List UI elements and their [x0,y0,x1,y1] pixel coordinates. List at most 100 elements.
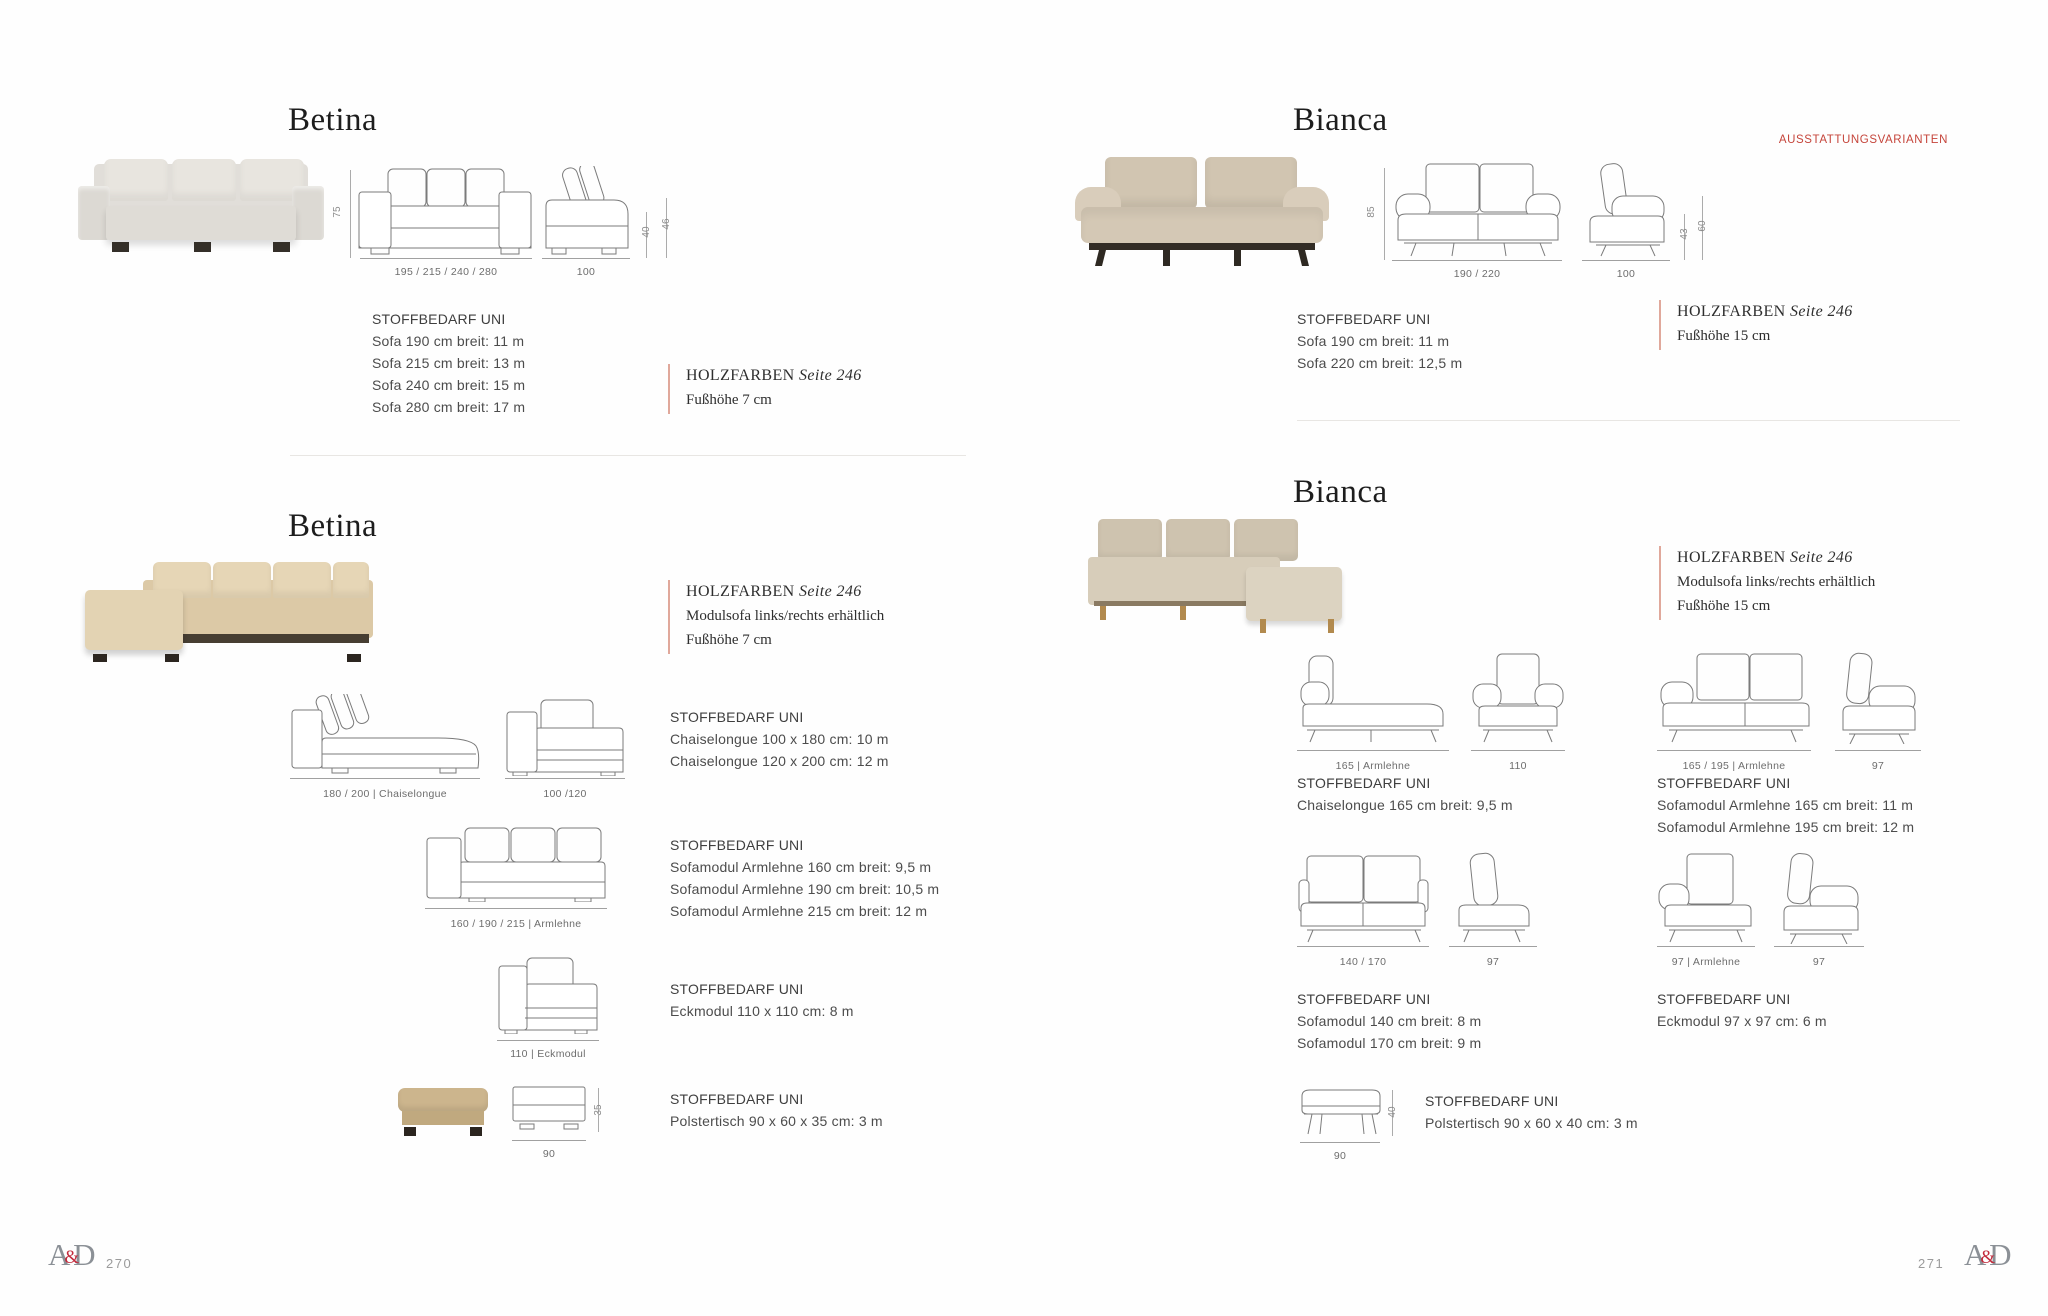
fabric-info-line: Sofamodul 170 cm breit: 9 m [1297,1035,1482,1051]
sofa-chaise [1246,567,1342,621]
dim-line-width [512,1140,586,1141]
logo-ampersand: & [64,1247,80,1268]
fabric-info-block: STOFFBEDARF UNI Chaiselongue 100 x 180 c… [670,706,889,772]
wood-color-line: Fußhöhe 15 cm [1677,598,1771,614]
drawing-label: 97 [1812,956,1826,968]
ottoman-cushion [398,1088,488,1112]
wood-color-line: Modulsofa links/rechts erhältlich [1677,574,1876,590]
fabric-info-line: Chaiselongue 100 x 180 cm: 10 m [670,731,889,747]
drawing-baseline [1471,750,1565,751]
wood-color-line: Fußhöhe 7 cm [686,632,772,648]
drawing-baseline [1297,946,1429,947]
sofa-arm [292,186,324,240]
drawing-label: 140 / 170 [1339,956,1387,968]
tech-drawing-bianca-side [1589,163,1665,257]
fabric-info-line: Sofamodul Armlehne 165 cm breit: 11 m [1657,797,1914,813]
wood-color-page-ref: Seite 246 [1790,303,1853,320]
wood-color-heading: HOLZFARBEN [1677,549,1786,566]
wood-color-page-ref: Seite 246 [799,583,862,600]
dim-label-height: 85 [1366,206,1377,218]
fabric-info-block: STOFFBEDARF UNI Sofa 190 cm breit: 11 m … [1297,308,1462,374]
fabric-info-line: Sofa 190 cm breit: 11 m [1297,333,1450,349]
drawing-label: 97 [1871,760,1885,772]
product-photo-betina-corner-sofa [85,554,377,664]
wood-color-heading: HOLZFARBEN [686,583,795,600]
dim-line-height [1392,1090,1393,1136]
wood-color-page-ref: Seite 246 [799,367,862,384]
sofa-cushion [333,562,369,598]
dim-line-height [598,1088,599,1132]
logo-letter-a: A [48,1237,71,1272]
fabric-info-line: Chaiselongue 120 x 200 cm: 12 m [670,753,889,769]
drawing-baseline [1657,750,1811,751]
page-title: Bianca [1293,474,1388,510]
wood-color-block: HOLZFARBEN Seite 246 Modulsofa links/rec… [668,580,884,654]
dim-line-width [1392,260,1562,261]
tech-drawing-module [506,699,624,776]
ottoman-base [402,1111,484,1125]
sofa-arm [78,186,110,240]
drawing-label: 97 | Armlehne [1671,956,1741,968]
fabric-info-heading: STOFFBEDARF UNI [1425,1093,1559,1109]
tech-drawing-bianca-polstertisch [1301,1089,1381,1135]
fabric-info-heading: STOFFBEDARF UNI [670,1091,804,1107]
tech-drawing-sofamodul [426,827,606,902]
dim-label-seat: 40 [641,226,652,238]
wood-color-line: Fußhöhe 15 cm [1677,328,1771,344]
drawing-label: 110 [1509,760,1527,772]
sofa-foot [112,242,129,252]
fabric-info-heading: STOFFBEDARF UNI [1657,991,1791,1007]
fabric-info-block: STOFFBEDARF UNI Sofamodul 140 cm breit: … [1297,988,1481,1054]
dim-label-width: 90 [542,1148,556,1160]
dim-label-arm: 46 [661,218,672,230]
sofa-cushion [172,159,236,201]
tech-drawing-bianca-2modul [1298,855,1429,943]
ottoman-foot [404,1127,416,1136]
fabric-info-line: Sofamodul Armlehne 160 cm breit: 9,5 m [670,859,932,875]
fabric-info-heading: STOFFBEDARF UNI [670,837,804,853]
section-divider [290,455,966,456]
drawing-baseline [1297,750,1449,751]
dim-label-height: 40 [1387,1106,1398,1118]
sofa-cushion [104,159,168,201]
fabric-info-line: Polstertisch 90 x 60 x 35 cm: 3 m [670,1113,883,1129]
page-title: Betina [288,102,378,138]
dim-label-depth: 100 [1616,268,1636,280]
dim-label-seat: 43 [1679,228,1690,240]
tech-drawing-chaiselongue [291,694,480,774]
dim-line-arm [666,198,667,258]
drawing-label: 165 | Armlehne [1335,760,1411,772]
fabric-info-heading: STOFFBEDARF UNI [1297,991,1431,1007]
tech-drawing-bianca-armchair [1472,653,1564,743]
drawing-label: 97 [1486,956,1500,968]
tech-drawing-eckmodul [498,957,598,1034]
tech-drawing-polstertisch [512,1086,586,1130]
wood-color-line: Fußhöhe 7 cm [686,392,772,408]
drawing-label: 100 /120 [543,788,587,800]
drawing-baseline [1835,750,1921,751]
sofa-cushion [1098,519,1162,561]
drawing-baseline [505,778,625,779]
sofa-foot [347,654,361,662]
fabric-info-line: Eckmodul 110 x 110 cm: 8 m [670,1003,854,1019]
fabric-info-line: Polstertisch 90 x 60 x 40 cm: 3 m [1425,1115,1638,1131]
sofa-foot [93,654,107,662]
sofa-seat [106,206,296,240]
drawing-label: 165 / 195 | Armlehne [1682,760,1786,772]
dim-line-height [350,170,351,258]
sofa-cushion [213,562,271,598]
page-title: Betina [288,508,378,544]
fabric-info-heading: STOFFBEDARF UNI [1297,311,1431,327]
dim-line-width [360,258,532,259]
tech-drawing-bianca-corner-side [1783,853,1859,944]
dim-line-arm [1702,196,1703,260]
page-number: 270 [106,1256,133,1271]
fabric-info-line: Sofamodul 140 cm breit: 8 m [1297,1013,1482,1029]
product-photo-ottoman [396,1086,490,1136]
wood-color-heading: HOLZFARBEN [1677,303,1786,320]
drawing-baseline [1449,946,1537,947]
wood-color-block: HOLZFARBEN Seite 246 Modulsofa links/rec… [1659,546,1875,620]
tech-drawing-bianca-armless-side [1458,852,1530,943]
dim-line-seat [1684,214,1685,260]
